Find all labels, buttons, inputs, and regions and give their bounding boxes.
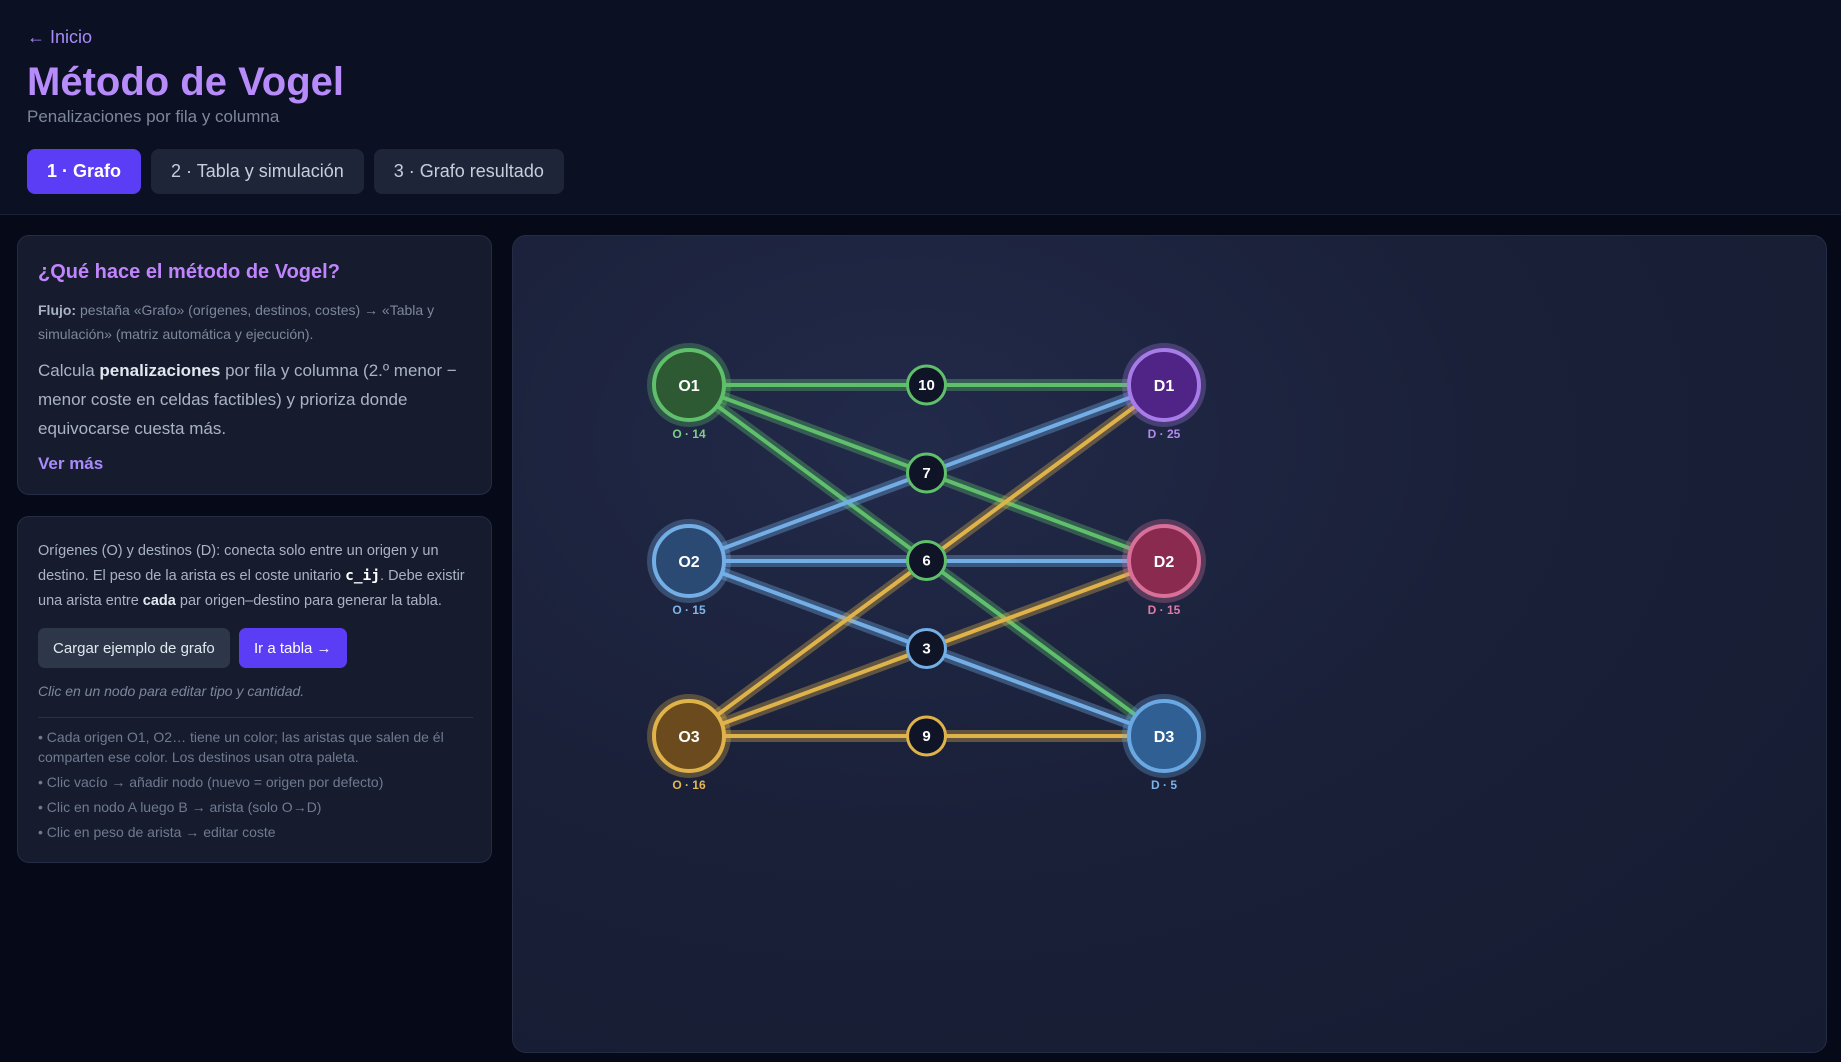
divider <box>38 717 473 718</box>
editor-card: Orígenes (O) y destinos (D): conecta sol… <box>17 516 492 863</box>
nodes-layer: O1 O · 14 O2 O · 15 O3 O · 16 D1 D · 25 D2 D · 15… <box>647 343 1206 792</box>
flow-text: Flujo: pestaña «Grafo» (orígenes, destin… <box>38 298 473 346</box>
node-glow <box>647 343 731 427</box>
node-D2[interactable]: D2 D · 15 <box>1122 519 1206 617</box>
desc-part-1: Calcula <box>38 361 100 380</box>
tab-tabla[interactable]: 2 · Tabla y simulación <box>151 149 364 194</box>
destination-quantity: D · 15 <box>1148 603 1181 617</box>
desc-bold: penalizaciones <box>99 361 221 380</box>
graph-svg[interactable]: 10 7 6 3 9 O1 O · 14 O2 O · 15 O3 O · 16 D1 D · 25 D2… <box>513 236 1827 1053</box>
origin-circle <box>652 699 726 773</box>
help-item: • Clic en nodo A luego B → arista (solo … <box>38 799 322 815</box>
load-example-button[interactable]: Cargar ejemplo de grafo <box>38 628 230 668</box>
node-O3[interactable]: O3 O · 16 <box>647 694 731 792</box>
flow-label: Flujo: <box>38 302 77 318</box>
node-hint: Clic en un nodo para editar tipo y canti… <box>38 683 305 699</box>
info-part-1: Orígenes (O) y destinos (D): conecta sol… <box>38 543 439 584</box>
help-item: • Clic vacío → añadir nodo (nuevo = orig… <box>38 774 384 790</box>
about-description: Calcula penalizaciones por fila y column… <box>38 356 478 443</box>
page-title: Método de Vogel <box>27 60 345 104</box>
help-item: • Clic en peso de arista → editar coste <box>38 824 276 840</box>
node-glow <box>1122 519 1206 603</box>
weight-value: 9 <box>922 728 930 745</box>
destination-circle <box>1127 524 1201 598</box>
edge-weight[interactable]: 3 <box>906 628 947 669</box>
help-item: • Cada origen O1, O2… tiene un color; la… <box>38 729 444 765</box>
edge-weight[interactable]: 9 <box>906 715 947 757</box>
node-glow <box>647 519 731 603</box>
origin-quantity: O · 16 <box>672 778 706 792</box>
node-glow <box>647 694 731 778</box>
flow-body: pestaña «Grafo» (orígenes, destinos, cos… <box>38 302 435 342</box>
info-part-2: . Debe existir una arista entre <box>38 568 465 609</box>
origin-quantity: O · 15 <box>672 603 706 617</box>
weights-layer: 10 7 6 3 9 <box>906 364 947 757</box>
header-bar: ← Inicio Método de Vogel Penalizaciones … <box>0 0 1841 215</box>
edge-weight[interactable]: 7 <box>906 452 947 494</box>
destination-circle <box>1127 348 1201 422</box>
node-glow <box>1122 343 1206 427</box>
weight-badge <box>906 364 947 406</box>
origin-circle <box>652 348 726 422</box>
tab-grafo[interactable]: 1 · Grafo <box>27 149 142 194</box>
weight-value: 7 <box>922 465 930 482</box>
edge-weight[interactable]: 6 <box>906 540 947 581</box>
node-glow <box>1122 694 1206 778</box>
weight-badge <box>906 715 947 757</box>
tab-bar: 1 · Grafo 2 · Tabla y simulación 3 · Gra… <box>27 149 564 194</box>
node-D1[interactable]: D1 D · 25 <box>1122 343 1206 441</box>
origin-id: O2 <box>678 554 699 571</box>
origin-id: O3 <box>678 729 699 746</box>
node-D3[interactable]: D3 D · 5 <box>1122 694 1206 792</box>
info-bold: cada <box>142 593 176 609</box>
weight-value: 6 <box>922 553 930 570</box>
weight-value: 3 <box>922 641 930 658</box>
about-heading: ¿Qué hace el método de Vogel? <box>38 261 340 283</box>
tab-resultado[interactable]: 3 · Grafo resultado <box>373 149 564 194</box>
weight-value: 10 <box>918 377 935 394</box>
help-list: • Cada origen O1, O2… tiene un color; la… <box>38 727 478 847</box>
destination-id: D1 <box>1154 378 1175 395</box>
destination-id: D2 <box>1154 554 1175 571</box>
weight-badge <box>906 628 947 669</box>
desc-part-2: por fila y columna (2.º menor − menor co… <box>38 361 457 438</box>
destination-id: D3 <box>1154 729 1175 746</box>
weight-badge <box>906 540 947 581</box>
weight-badge <box>906 452 947 494</box>
destination-quantity: D · 25 <box>1148 427 1181 441</box>
page-subtitle: Penalizaciones por fila y columna <box>27 107 280 126</box>
back-link[interactable]: ← Inicio <box>27 27 93 47</box>
destination-quantity: D · 5 <box>1151 778 1177 792</box>
editor-info: Orígenes (O) y destinos (D): conecta sol… <box>38 539 478 614</box>
origin-quantity: O · 14 <box>672 427 706 441</box>
destination-circle <box>1127 699 1201 773</box>
origin-id: O1 <box>678 378 699 395</box>
info-part-3: par origen–destino para generar la tabla… <box>175 593 442 609</box>
origin-circle <box>652 524 726 598</box>
edge-weight[interactable]: 10 <box>906 364 947 406</box>
go-to-table-button[interactable]: Ir a tabla → <box>239 628 347 668</box>
ver-mas-link[interactable]: Ver más <box>38 454 104 473</box>
info-code: c_ij <box>345 568 381 584</box>
node-O2[interactable]: O2 O · 15 <box>647 519 731 617</box>
graph-canvas[interactable]: 10 7 6 3 9 O1 O · 14 O2 O · 15 O3 O · 16 D1 D · 25 D2… <box>512 235 1827 1053</box>
about-card: ¿Qué hace el método de Vogel? Flujo: pes… <box>17 235 492 495</box>
node-O1[interactable]: O1 O · 14 <box>647 343 731 441</box>
